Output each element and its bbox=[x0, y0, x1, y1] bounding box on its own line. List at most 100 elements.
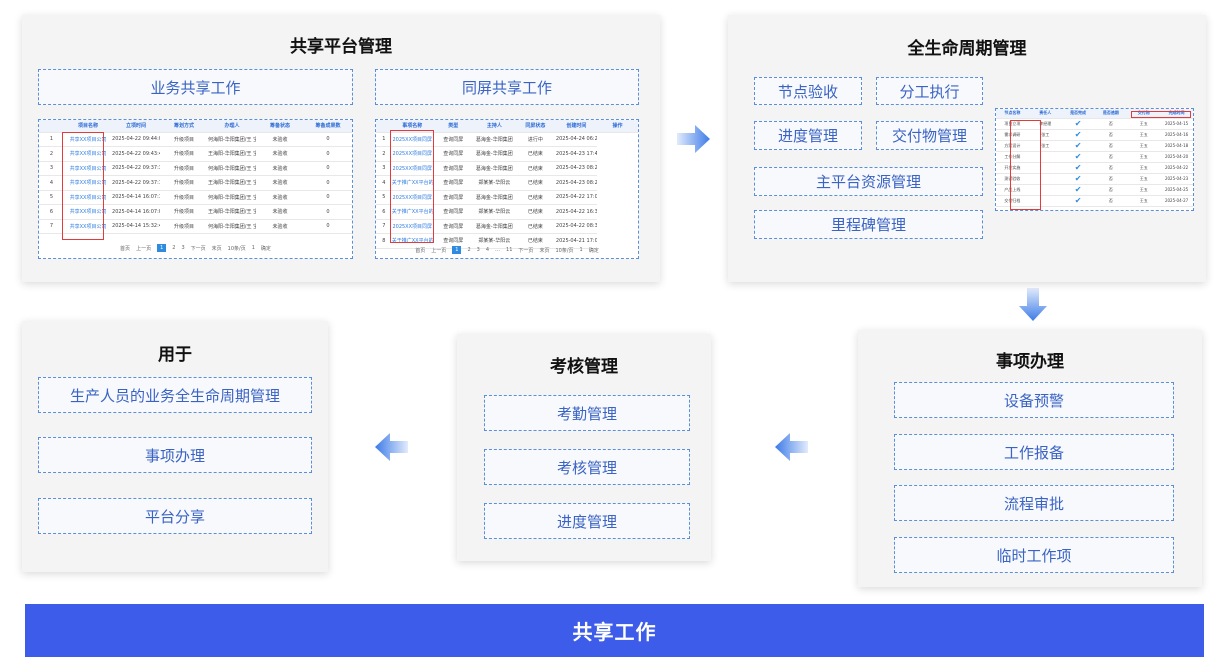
box-division-execution[interactable]: 分工执行 bbox=[876, 77, 983, 105]
table-cell: 共享XX项目公司 bbox=[64, 175, 113, 191]
table-cell: 升级项目 bbox=[160, 146, 208, 162]
pager-item[interactable]: … bbox=[495, 247, 501, 253]
table-cell: 2025-04-14 16:07:01 bbox=[112, 204, 160, 220]
table-cell: 共享XX项目公司 bbox=[64, 132, 113, 147]
table-cell: ✔ bbox=[1061, 151, 1095, 163]
pager-item[interactable]: 10条/页 bbox=[227, 245, 246, 252]
pager-item[interactable]: 3 bbox=[181, 245, 185, 251]
pager-item[interactable]: 2 bbox=[467, 247, 471, 253]
box-matter-handling[interactable]: 事项办理 bbox=[38, 437, 312, 473]
box-milestone-management[interactable]: 里程碑管理 bbox=[754, 210, 983, 239]
pager-item[interactable]: 上一页 bbox=[136, 245, 152, 252]
box-node-acceptance[interactable]: 节点验收 bbox=[754, 77, 862, 105]
table-cell: ✔ bbox=[1061, 173, 1095, 185]
box-work-report[interactable]: 工作报备 bbox=[894, 434, 1174, 470]
table-cell: 升级项目 bbox=[160, 219, 208, 234]
pager-item[interactable]: 上一页 bbox=[431, 247, 447, 254]
table-cell: 2025XX项目同屏 bbox=[391, 219, 433, 234]
box-deliverable-management[interactable]: 交付物管理 bbox=[876, 121, 983, 150]
table-cell: 2025-04-20 bbox=[1160, 151, 1193, 163]
table-cell: 升级项目 bbox=[160, 190, 208, 205]
pager-item[interactable]: 末页 bbox=[539, 247, 550, 254]
pager-item[interactable]: 1 bbox=[251, 245, 255, 251]
table-cell: 郑某某-华阳云 bbox=[473, 204, 515, 220]
pager-item[interactable]: 1 bbox=[579, 247, 583, 253]
pager-item[interactable]: 下一页 bbox=[190, 245, 206, 252]
box-business-share[interactable]: 业务共享工作 bbox=[38, 69, 353, 105]
table-cell: 未验收 bbox=[255, 161, 304, 176]
box-main-platform-resource[interactable]: 主平台资源管理 bbox=[754, 167, 983, 196]
table-cell: 2025-04-24 06:28:05 bbox=[555, 132, 597, 147]
table-cell: 葛海金-华阳集团 bbox=[473, 132, 515, 147]
table-header-cell: 创建时间 bbox=[555, 120, 597, 133]
pager-item[interactable]: 末页 bbox=[211, 245, 222, 252]
pager-item[interactable]: 3 bbox=[476, 247, 480, 253]
table-cell: 已结束 bbox=[514, 146, 556, 162]
pager-item[interactable]: 确定 bbox=[588, 247, 599, 254]
box-device-warning[interactable]: 设备预警 bbox=[894, 382, 1174, 418]
table-cell: 2025-04-21 17:09:52 bbox=[555, 233, 597, 249]
pager-item[interactable]: 首页 bbox=[415, 247, 426, 254]
box-assessment-management[interactable]: 考核管理 bbox=[484, 449, 690, 485]
table-cell bbox=[1028, 184, 1062, 196]
box-temp-work-item[interactable]: 临时工作项 bbox=[894, 537, 1174, 573]
table-cell: 2025-04-23 bbox=[1160, 173, 1193, 185]
table-header-cell: 主持人 bbox=[473, 120, 515, 133]
pager-item[interactable]: 10条/页 bbox=[555, 247, 574, 254]
pager-item[interactable]: 下一页 bbox=[518, 247, 534, 254]
pager-item[interactable]: 4 bbox=[485, 247, 490, 253]
table-cell: 王五 bbox=[1127, 195, 1161, 207]
pager-item[interactable]: 1 bbox=[452, 246, 462, 254]
box-screen-share[interactable]: 同屏共享工作 bbox=[375, 69, 639, 105]
pager-item[interactable]: 1 bbox=[157, 244, 167, 252]
box-process-approval[interactable]: 流程审批 bbox=[894, 485, 1174, 521]
table-header-row: 事项名称类型主持人同屏状态创建时间操作 bbox=[376, 120, 638, 133]
box-progress-management[interactable]: 进度管理 bbox=[754, 121, 862, 150]
box-platform-share[interactable]: 平台分享 bbox=[38, 498, 312, 534]
table-cell bbox=[1028, 162, 1062, 174]
arrow-right-icon bbox=[677, 125, 710, 153]
box-lifecycle-for-staff[interactable]: 生产人员的业务全生命周期管理 bbox=[38, 377, 312, 413]
table-cell: ✔ bbox=[1061, 195, 1095, 207]
table-header-cell: 筹备状态 bbox=[255, 120, 304, 133]
card-lifecycle: 全生命周期管理 节点验收 分工执行 进度管理 交付物管理 主平台资源管理 里程碑… bbox=[728, 15, 1206, 282]
table-cell: 否 bbox=[1094, 173, 1128, 185]
table-cell: 共享XX项目公司 bbox=[64, 219, 113, 234]
box-attendance-management[interactable]: 考勤管理 bbox=[484, 395, 690, 431]
pager-item[interactable]: 11 bbox=[506, 247, 513, 253]
pager-item[interactable]: 确定 bbox=[260, 245, 271, 252]
table-cell: 已结束 bbox=[514, 175, 556, 191]
table-cell: 8 bbox=[376, 233, 392, 249]
table-cell: 2025-04-22 09:43:47 bbox=[112, 146, 160, 162]
pager-item[interactable]: 首页 bbox=[120, 245, 131, 252]
table-cell: 2025-04-22 16:32:42 bbox=[555, 204, 597, 220]
pager-item[interactable]: 2 bbox=[172, 245, 176, 251]
table-cell: 查询同屏 bbox=[432, 219, 474, 234]
table-cell: 何海阳-华阳集团/王 宝华-华阳集团 bbox=[207, 161, 256, 176]
box-progress-management-2[interactable]: 进度管理 bbox=[484, 503, 690, 539]
